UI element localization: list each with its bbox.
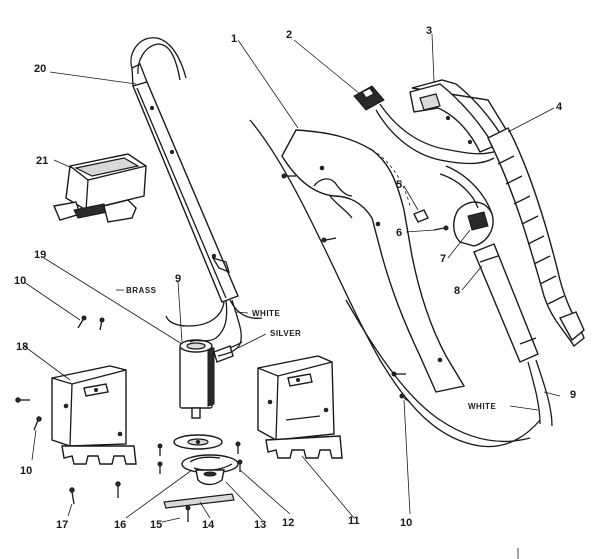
callout-18: 18 — [16, 341, 28, 353]
callout-6: 6 — [396, 227, 402, 239]
part-5-spring — [413, 209, 429, 223]
part-4-handle-tube — [487, 127, 585, 348]
part-16-spool-hub — [173, 434, 223, 450]
callout-20: 20 — [34, 63, 46, 75]
leader-lines — [23, 33, 561, 559]
callout-3: 3 — [426, 25, 432, 37]
callout-15: 15 — [150, 519, 162, 531]
callout-13: 13 — [254, 519, 266, 531]
part-3-handle — [409, 79, 511, 153]
callout-10-bottom: 10 — [400, 517, 412, 529]
callout-10-top: 10 — [14, 275, 26, 287]
part-18-left-housing — [51, 365, 137, 465]
callout-5: 5 — [396, 179, 402, 191]
callout-17: 17 — [56, 519, 68, 531]
wire-labels: BRASS WHITE SILVER WHITE — [126, 286, 496, 411]
callout-9-cord: 9 — [570, 389, 576, 401]
callout-1: 1 — [231, 33, 237, 45]
part-6-screw — [433, 225, 449, 231]
callout-19: 19 — [34, 249, 46, 261]
part-8-grip — [473, 243, 539, 363]
part-13-line-spool — [181, 454, 239, 486]
callout-4: 4 — [556, 101, 563, 113]
part-14-blade — [163, 493, 235, 509]
part-11-right-housing — [257, 355, 343, 459]
wire-label-silver: SILVER — [270, 329, 301, 338]
wire-label-white-right: WHITE — [468, 402, 496, 411]
part-20-shaft-tube — [130, 37, 263, 327]
part-7-trigger — [439, 165, 494, 247]
callout-12: 12 — [282, 517, 294, 529]
callout-2: 2 — [286, 29, 292, 41]
part-9-motor — [179, 339, 243, 419]
callout-8: 8 — [454, 285, 460, 297]
part-9-cord — [527, 359, 553, 427]
wire-label-brass: BRASS — [126, 286, 157, 295]
cord-guard-sweep — [249, 119, 541, 448]
callout-10-left: 10 — [20, 465, 32, 477]
part-21-switch-box — [53, 153, 147, 223]
callout-9-motor: 9 — [175, 273, 181, 285]
wire-label-white-left: WHITE — [252, 309, 280, 318]
callout-numbers: 1 2 3 4 5 6 7 8 9 9 10 10 10 11 12 13 14… — [14, 25, 576, 531]
callout-11: 11 — [348, 515, 360, 527]
part-2-connector — [353, 85, 501, 165]
callout-7: 7 — [440, 253, 446, 265]
motor-lead-wires — [189, 299, 242, 357]
part-1-housing-half — [281, 129, 466, 393]
callout-21: 21 — [36, 155, 48, 167]
callout-16: 16 — [114, 519, 126, 531]
callout-14: 14 — [202, 519, 215, 531]
